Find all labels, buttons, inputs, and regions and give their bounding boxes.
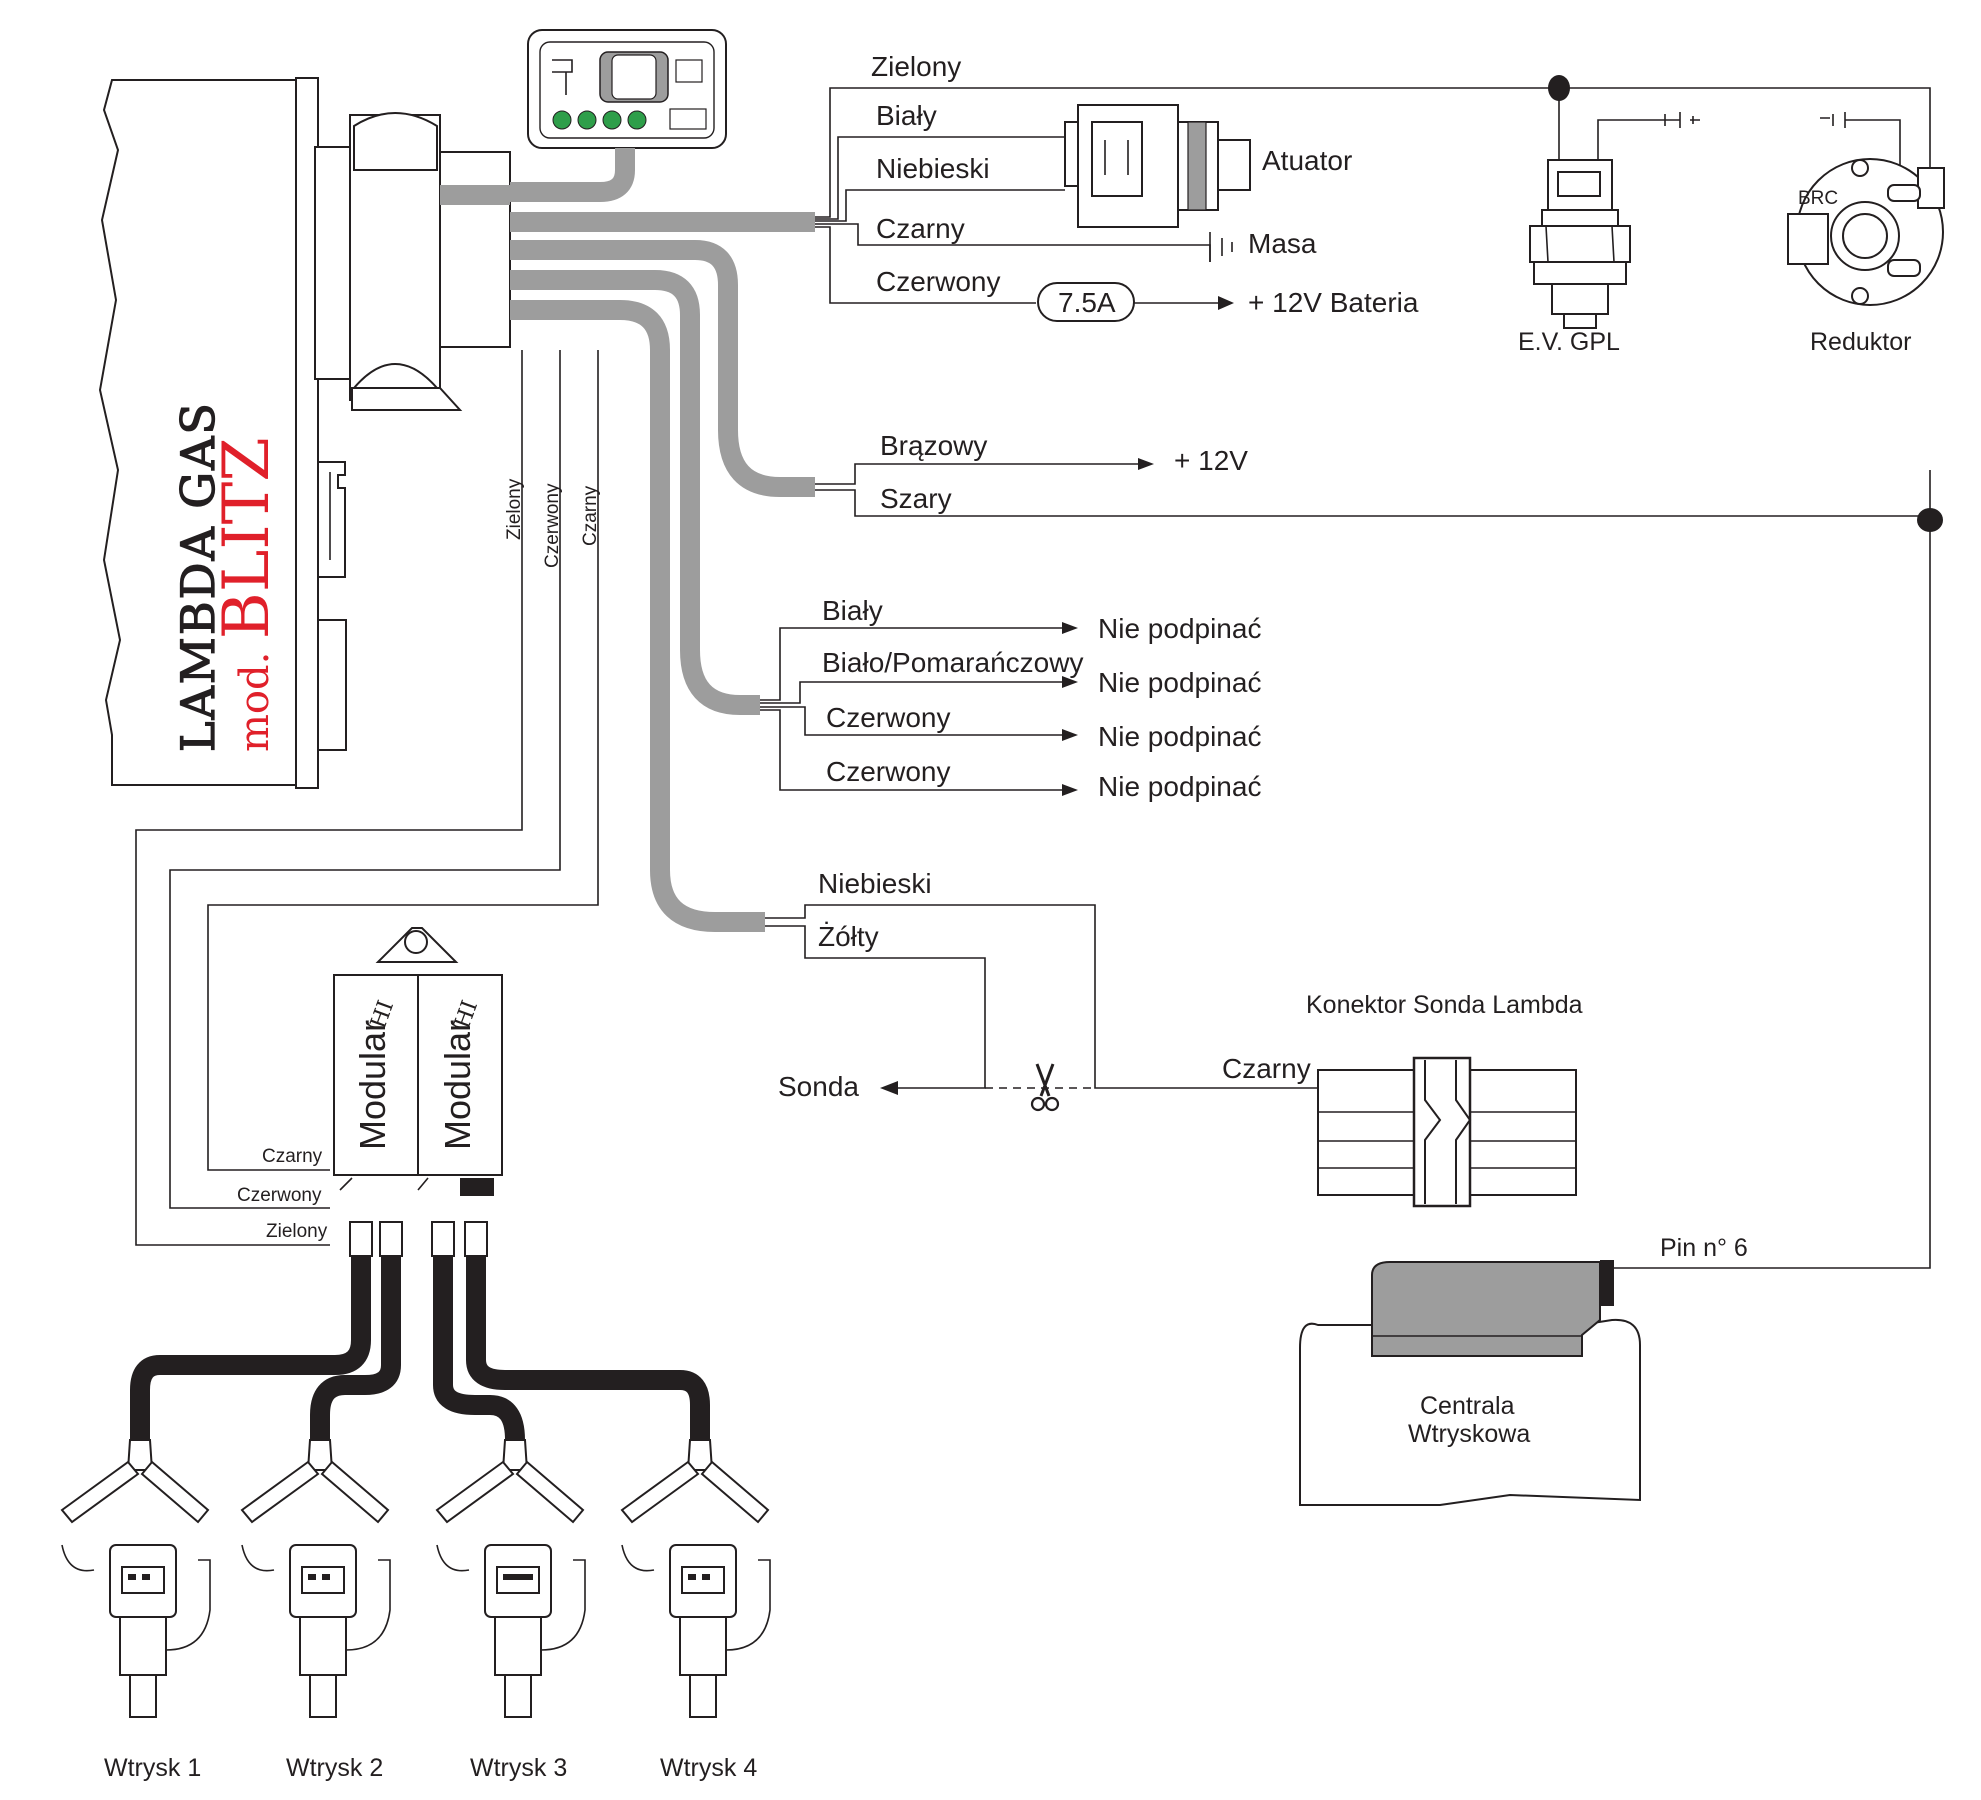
fuel-icon [675,59,703,83]
ev-gpl-label: E.V. GPL [1518,328,1620,356]
centrala-component [1299,1260,1641,1506]
unused-wiring [760,622,1078,796]
injector-3-label: Wtrysk 3 [470,1754,567,1782]
centrala-label-line1: Centrala [1420,1392,1515,1420]
vertical-czerwony-label: Czerwony [542,483,563,568]
led-2-icon [577,110,597,130]
pin6-label: Pin n° 6 [1660,1234,1748,1262]
injector-4-label: Wtrysk 4 [660,1754,757,1782]
ecu-brand-line1: LAMBDA GAS [171,401,225,752]
injector-2-label: Wtrysk 2 [286,1754,383,1782]
wire-niebieski-label: Niebieski [876,153,990,184]
ecu-unit: LAMBDA GAS mod. BLITZ [98,77,511,789]
wire-zielony-label: Zielony [871,51,961,82]
injector-3 [435,1439,586,1718]
modular-zielony-label: Zielony [266,1221,328,1242]
ecu-brand-name: BLITZ [210,437,284,639]
mid-wiring [815,458,1943,1269]
lambda-connector [1317,1056,1577,1208]
injector-1 [60,1439,211,1718]
arrow-12v-icon [1138,458,1154,470]
battery-label: + 12V Bateria [1248,287,1419,318]
modular-units [333,927,503,1196]
junction-dot-icon [1548,75,1570,101]
fuse-label: 7.5A [1058,287,1116,318]
modular-unit-1-label: Modular [352,1020,393,1150]
modular-czarny-label: Czarny [262,1146,323,1167]
fuse-icon [1037,282,1135,322]
reduktor-label: Reduktor [1810,328,1911,356]
unused-note-1: Nie podpinać [1098,613,1261,644]
injector-4 [620,1439,771,1718]
wire-szary-label: Szary [880,483,952,514]
ev-gpl-component [1529,100,1700,329]
lambda-zolty-label: Żółty [818,921,879,952]
lambda-czarny-label: Czarny [1222,1053,1311,1084]
cable-bundles [440,148,815,932]
injector-1-label: Wtrysk 1 [104,1754,201,1782]
ecu-brand-prefix: mod. [232,652,278,752]
ecu-brand-line2: mod. BLITZ [210,437,284,752]
signal-wiring [135,350,599,1246]
wire-brazowy-label: Brązowy [880,430,987,461]
ground-icon [1209,232,1233,262]
sonda-label: Sonda [778,1071,859,1102]
lambda-niebieski-label: Niebieski [818,868,932,899]
centrala-label-line2: Wtryskowa [1408,1420,1530,1448]
unused-wire-2-label: Biało/Pomarańczowy [822,647,1083,678]
led-3-icon [602,110,622,130]
lambda-wiring [765,904,1318,1112]
injector-cables [130,1221,710,1441]
modular-czerwony-label: Czerwony [237,1185,322,1206]
pump-icon [552,59,573,95]
atuator-label: Atuator [1262,145,1352,176]
reduktor-component [1787,112,1945,306]
injector-2 [240,1439,391,1718]
unused-wire-1-label: Biały [822,595,883,626]
unused-wire-3-label: Czerwony [826,702,950,733]
arrow-bateria-icon [1218,296,1234,310]
lambda-connector-title: Konektor Sonda Lambda [1306,991,1583,1019]
vertical-zielony-label: Zielony [504,478,525,540]
atuator-component [1064,104,1251,228]
unused-wire-4-label: Czerwony [826,756,950,787]
unused-note-2: Nie podpinać [1098,667,1261,698]
masa-label: Masa [1248,228,1317,259]
unused-note-3: Nie podpinać [1098,721,1261,752]
wire-czerwony-label: Czerwony [876,266,1000,297]
reduktor-brand-label: BRC [1798,188,1838,209]
switch-panel [527,29,727,149]
modular-unit-2-label: Modular [437,1020,478,1150]
plus12v-label: + 12V [1174,445,1248,476]
arrow-sonda-icon [880,1081,898,1095]
wire-czarny-label: Czarny [876,213,965,244]
led-1-icon [552,110,572,130]
scissors-icon [1030,1063,1060,1112]
led-4-icon [627,110,647,130]
wire-bialy-label: Biały [876,100,937,131]
junction-dot-szary-icon [1917,508,1943,532]
top-wiring: Zielony Biały Niebieski Czarny Czerwony … [815,51,1931,322]
unused-note-4: Nie podpinać [1098,771,1261,802]
vertical-czarny-label: Czarny [580,485,601,546]
